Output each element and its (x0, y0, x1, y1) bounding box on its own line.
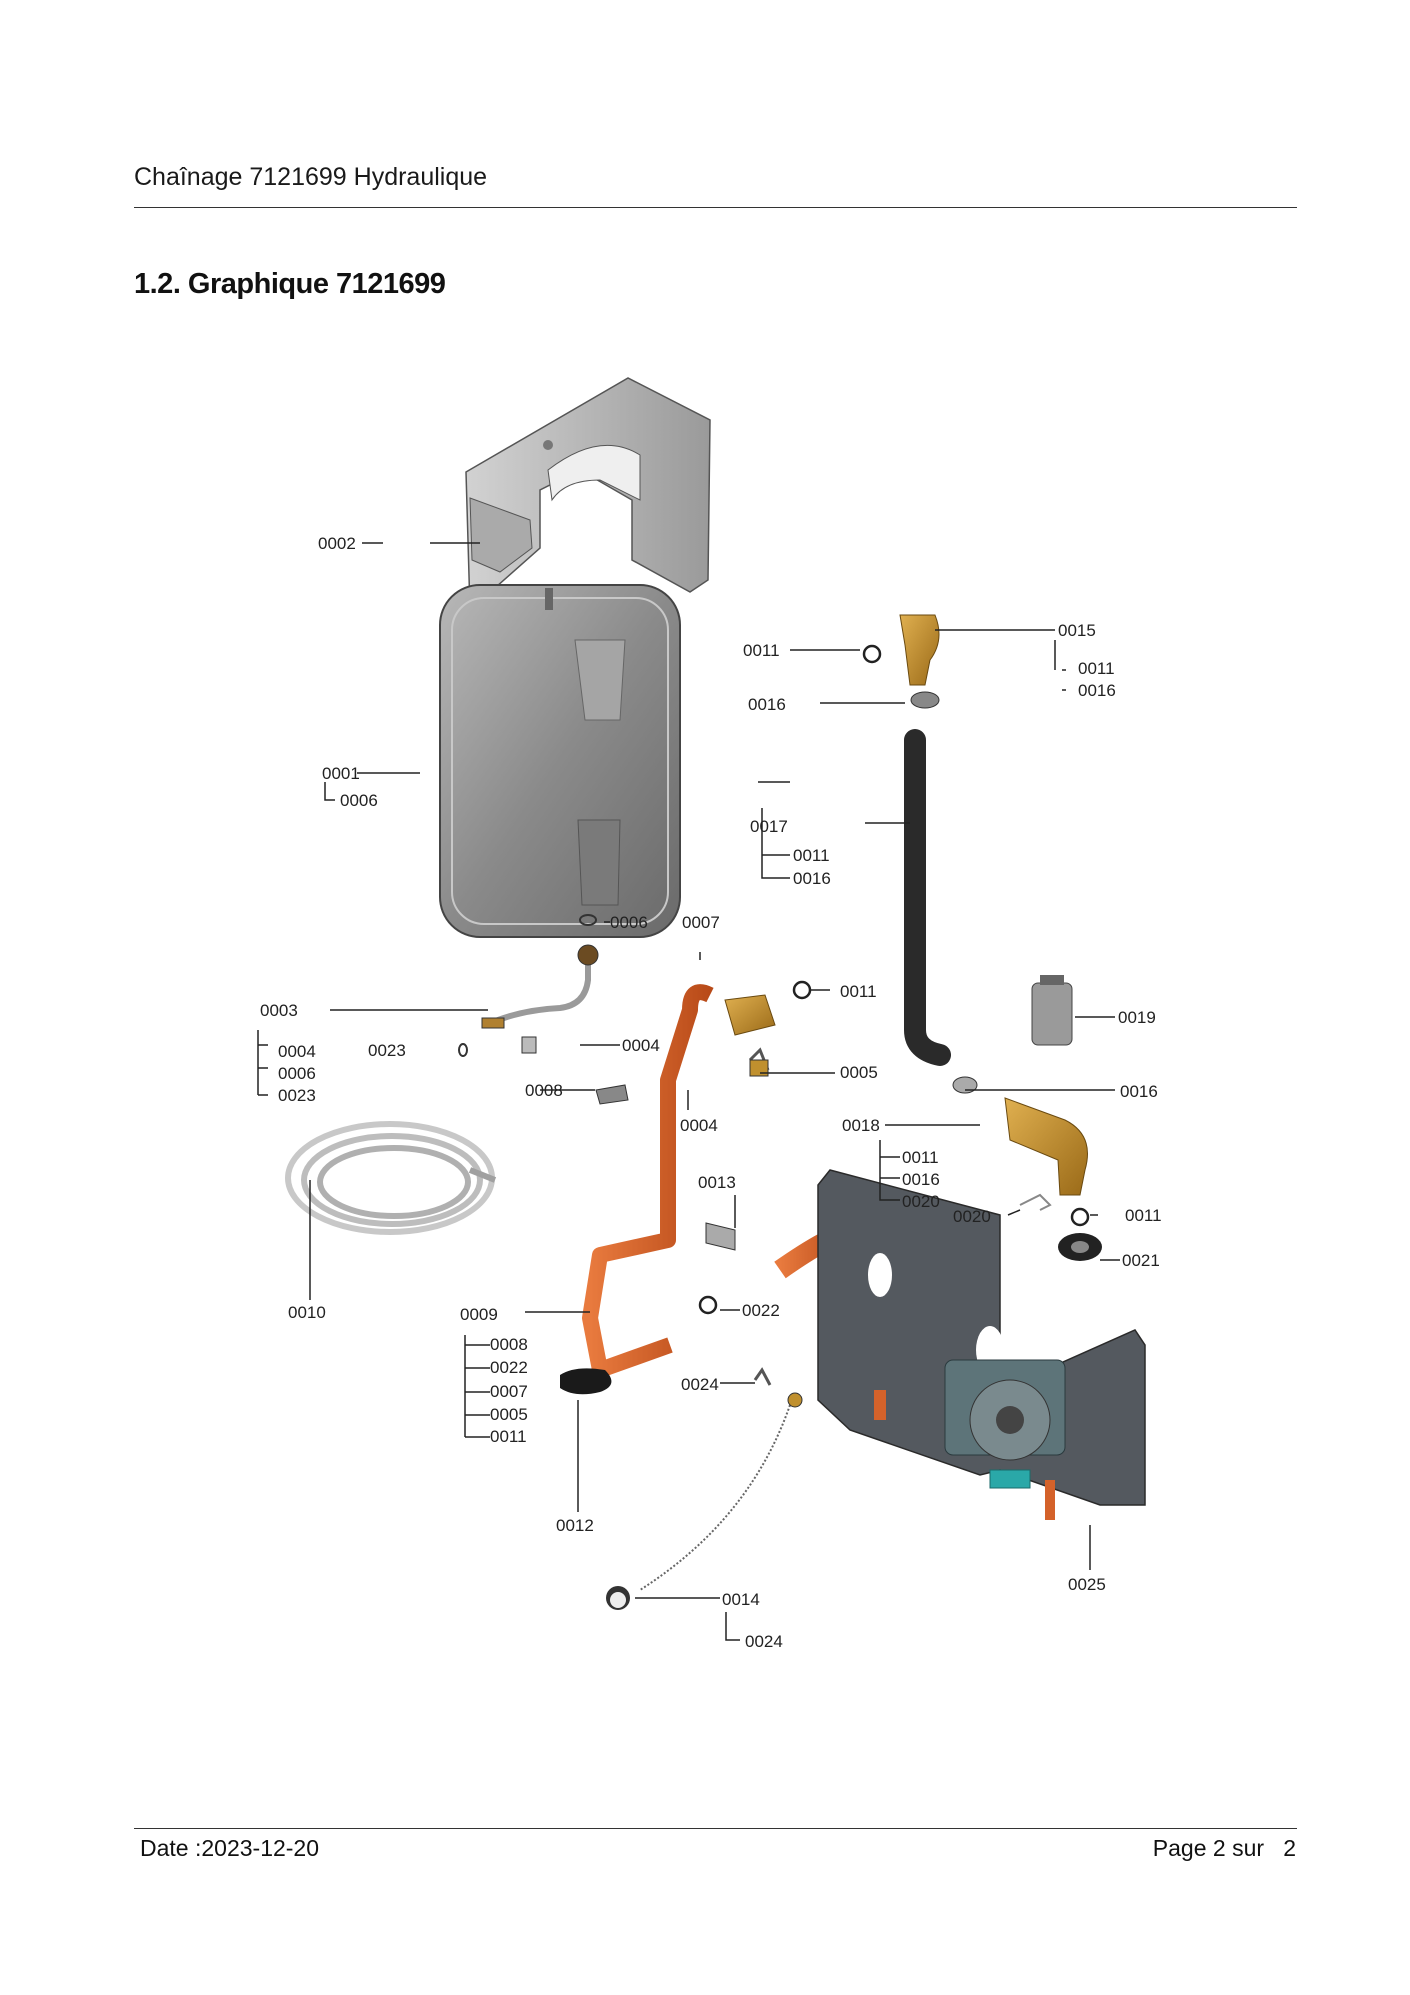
callout-0007: 0007 (682, 913, 720, 932)
callout-0017-sub-0016: 0016 (793, 869, 831, 888)
footer-date: Date :2023-12-20 (140, 1835, 320, 1861)
callout-0009-sub-0005: 0005 (490, 1405, 528, 1424)
document-header-title: Chaînage 7121699 Hydraulique (134, 163, 488, 191)
callout-0009-sub-0007: 0007 (490, 1382, 528, 1401)
callout-0003-sub-0004: 0004 (278, 1042, 316, 1061)
callout-labels: 0002 0001 0006 0006 0007 0003 0004 0006 … (260, 534, 1162, 1651)
callout-0015: 0015 (1058, 621, 1096, 640)
callout-0015-sub-0016: 0016 (1078, 681, 1116, 700)
footer-page-number: Page 2 sur 2 (1153, 1835, 1296, 1862)
callout-0017: 0017 (750, 817, 788, 836)
callout-0012: 0012 (556, 1516, 594, 1535)
callout-0002: 0002 (318, 534, 356, 553)
callout-0005: 0005 (840, 1063, 878, 1082)
expansion-vessel-part (439, 584, 681, 938)
callout-0013: 0013 (698, 1173, 736, 1192)
callout-0008: 0008 (525, 1081, 563, 1100)
callout-0010: 0010 (288, 1303, 326, 1322)
callout-0015-sub-0011: 0011 (1078, 659, 1115, 678)
callout-0001: 0001 (322, 764, 360, 783)
leader-lines (257, 542, 1120, 1641)
page-prefix: Page 2 sur (1152, 1835, 1265, 1861)
callout-0011-a: 0011 (840, 982, 877, 1001)
callout-0001-sub-0006: 0006 (340, 791, 378, 810)
callout-0009-sub-0008: 0008 (490, 1335, 528, 1354)
callout-0011-b: 0011 (743, 641, 780, 660)
coiled-tube-part (285, 1121, 497, 1235)
callout-0018: 0018 (842, 1116, 880, 1135)
callout-0016-b: 0016 (1120, 1082, 1158, 1101)
hydraulic-frame-part (817, 1169, 1146, 1520)
callout-0009: 0009 (460, 1305, 498, 1324)
callout-0003-sub-0006: 0006 (278, 1064, 316, 1083)
callout-0020: 0020 (953, 1207, 991, 1226)
page-total: 2 (1283, 1835, 1296, 1861)
callout-0003: 0003 (260, 1001, 298, 1020)
callout-0003-sub-0023: 0023 (278, 1086, 316, 1105)
callout-0019: 0019 (1118, 1008, 1156, 1027)
callout-0004-a: 0004 (622, 1036, 660, 1055)
callout-0014-sub-0024: 0024 (745, 1632, 783, 1651)
section-heading: 1.2. Graphique 7121699 (134, 268, 446, 300)
callout-0023: 0023 (368, 1041, 406, 1060)
header-divider (134, 207, 1297, 208)
callout-0004-b: 0004 (680, 1116, 718, 1135)
callout-0009-sub-0011: 0011 (490, 1427, 527, 1446)
black-hose-part (904, 729, 951, 1066)
callout-0014: 0014 (722, 1590, 760, 1609)
callout-0025: 0025 (1068, 1575, 1106, 1594)
callout-0016-a: 0016 (748, 695, 786, 714)
callout-0024: 0024 (681, 1375, 719, 1394)
air-vent-part (1031, 975, 1073, 1046)
callout-0022: 0022 (742, 1301, 780, 1320)
brass-fittings-part (724, 614, 1088, 1196)
callout-0018-sub-0011: 0011 (902, 1148, 939, 1167)
small-parts (458, 644, 1102, 1610)
callout-0018-sub-0016: 0016 (902, 1170, 940, 1189)
callout-0018-sub-0020: 0020 (902, 1192, 940, 1211)
callout-0009-sub-0022: 0022 (490, 1358, 528, 1377)
insulation-cover-part (465, 377, 711, 612)
callout-0021: 0021 (1122, 1251, 1160, 1270)
callout-0006: 0006 (610, 913, 648, 932)
callout-0011-c: 0011 (1125, 1206, 1162, 1225)
footer-divider (134, 1828, 1297, 1829)
flexible-hose-part (481, 944, 599, 1029)
callout-0017-sub-0011: 0011 (793, 846, 830, 865)
